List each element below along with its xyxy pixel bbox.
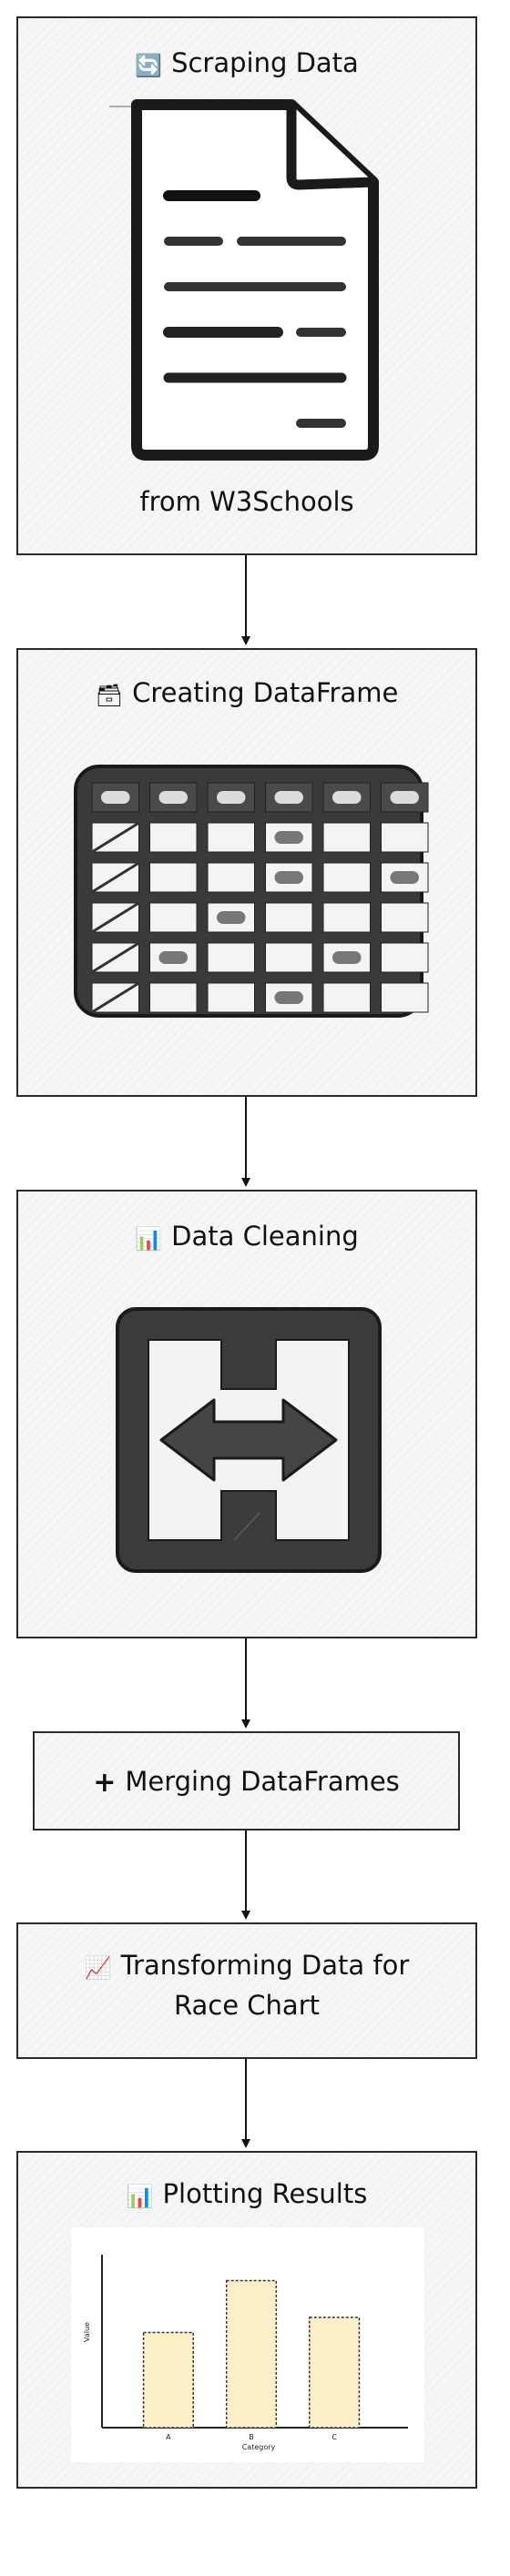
node-transforming-data[interactable]: 📈 Transforming Data for Race Chart (16, 1922, 477, 2059)
node-merging-dataframes[interactable]: + Merging DataFrames (33, 1731, 460, 1831)
table-cell (322, 822, 371, 853)
table-cell-value (274, 831, 303, 844)
table-row-marker (91, 821, 140, 854)
bar-C (309, 2317, 361, 2429)
x-tick-label-A: A (166, 2433, 171, 2441)
table-cell-value (274, 791, 303, 804)
x-tick-label-B: B (249, 2433, 254, 2441)
table-cell (149, 822, 198, 853)
node-title: 🔄 Scraping Data (18, 46, 475, 83)
table-cell (149, 982, 198, 1013)
chart-increasing-icon: 📈 (84, 1955, 112, 1981)
table-row-marker (91, 941, 140, 974)
table-icon (74, 765, 429, 1018)
node-title: 🗃 Creating DataFrame (18, 675, 475, 713)
expand-arrows-icon (116, 1307, 382, 1573)
table-row-marker (91, 861, 140, 894)
table-cell-value (390, 871, 419, 884)
table-cell (265, 942, 313, 973)
document-icon (109, 99, 379, 461)
node-title: 📊 Data Cleaning (18, 1219, 475, 1256)
table-cell-value (332, 951, 362, 964)
table-row-marker (91, 901, 140, 934)
bar-B (225, 2279, 278, 2429)
node-title: 📈 Transforming Data for (18, 1948, 475, 1985)
table-cell-value (390, 791, 419, 804)
table-cell (149, 902, 198, 933)
plus-icon: + (93, 1767, 117, 1799)
node-title-text: Scraping Data (171, 47, 359, 78)
bar-A (142, 2331, 194, 2429)
table-cell-value (217, 791, 246, 804)
node-title-text: Transforming Data for (120, 1950, 410, 1981)
node-title-text: Data Cleaning (171, 1221, 359, 1252)
node-title-text: Creating DataFrame (132, 677, 399, 708)
table-cell-value (101, 791, 130, 804)
table-cell-value (158, 791, 188, 804)
table-cell (207, 822, 255, 853)
node-title: 📊 Plotting Results (18, 2176, 475, 2214)
table-cell (381, 822, 429, 853)
table-cell (381, 982, 429, 1013)
x-tick-label-C: C (332, 2433, 337, 2441)
table-cell-value (217, 911, 246, 924)
bar-chart: A B C Category Value (83, 2255, 408, 2451)
node-title-line2: Race Chart (174, 1990, 320, 2021)
y-axis-label: Value (83, 2322, 91, 2342)
table-cell (207, 982, 255, 1013)
card-index-icon: 🗃 (95, 683, 124, 708)
node-plotting-results[interactable]: 📊 Plotting Results A B C Category Value (16, 2151, 477, 2489)
node-data-cleaning[interactable]: 📊 Data Cleaning (16, 1190, 477, 1638)
table-cell-value (332, 791, 362, 804)
table-cell (322, 982, 371, 1013)
bar-chart-panel: A B C Category Value (71, 2227, 424, 2462)
refresh-icon: 🔄 (135, 53, 163, 78)
table-cell-value (274, 871, 303, 884)
node-title-text: Merging DataFrames (125, 1766, 400, 1797)
node-title: + Merging DataFrames (35, 1764, 458, 1800)
node-scraping-data[interactable]: 🔄 Scraping Data from W3Schools (16, 16, 477, 555)
table-row-marker (91, 981, 140, 1014)
bar-chart-icon: 📊 (135, 1226, 163, 1252)
bar-chart-icon: 📊 (126, 2184, 154, 2209)
table-cell-value (158, 951, 188, 964)
table-cell (381, 942, 429, 973)
table-cell (322, 862, 371, 893)
table-cell (381, 902, 429, 933)
table-cell (149, 862, 198, 893)
table-cell (207, 862, 255, 893)
node-title-text: Plotting Results (162, 2178, 368, 2209)
table-cell (265, 902, 313, 933)
node-creating-dataframe[interactable]: 🗃 Creating DataFrame (16, 648, 477, 1097)
table-cell (207, 942, 255, 973)
table-header-cell (149, 782, 198, 813)
table-cell-value (274, 991, 303, 1004)
table-cell (322, 902, 371, 933)
x-axis-label: Category (242, 2443, 276, 2451)
node-caption: from W3Schools (139, 486, 354, 517)
